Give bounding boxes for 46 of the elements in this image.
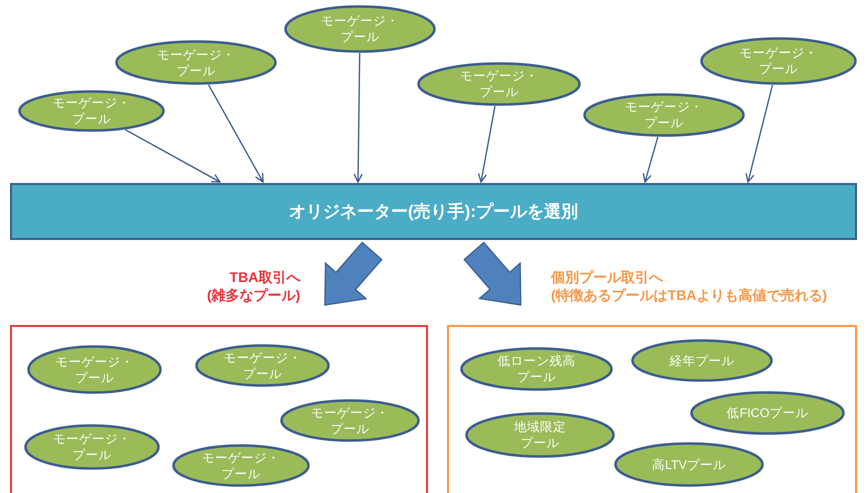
pool-label: モーゲージ・プール: [52, 431, 132, 463]
arrow: [478, 106, 496, 183]
pool-label: モーゲージ・プール: [460, 68, 538, 100]
pool-ellipse: [284, 5, 436, 53]
pool-label: モーゲージ・プール: [320, 13, 400, 45]
edge-label: TBA取引へ(雑多なプール): [207, 268, 300, 304]
arrow: [745, 84, 774, 183]
pool-ellipse: [614, 442, 764, 487]
arrow: [353, 53, 363, 183]
pool-label: モーゲージ・プール: [55, 354, 134, 386]
pool-ellipse: [195, 344, 330, 387]
arrow: [642, 136, 658, 183]
pool-label: 地域限定プール: [513, 419, 567, 451]
originator-bar: [10, 183, 857, 240]
pool-ellipse: [115, 40, 277, 85]
pool-ellipse: [18, 90, 165, 132]
bar-label: オリジネーター(売り手):プールを選別: [289, 204, 578, 220]
pool-label: モーゲージ・プール: [310, 404, 390, 436]
pool-ellipse: [700, 37, 857, 85]
pool-label: モーゲージ・プール: [223, 350, 302, 382]
pool-label: モーゲージ・プール: [624, 99, 704, 131]
arrow: [208, 84, 264, 183]
arrow: [124, 129, 221, 183]
pool-ellipse: [690, 391, 845, 435]
edge-label: 個別プール取引へ(特徴あるプールはTBAよりも高値で売れる): [551, 268, 828, 304]
group-frame: [10, 325, 428, 493]
pool-label: モーゲージ・プール: [202, 450, 280, 482]
pool-label: 高LTVプール: [652, 456, 726, 472]
pool-label: モーゲージ・プール: [156, 46, 236, 78]
pool-ellipse: [465, 412, 615, 458]
group-frame: [447, 325, 857, 493]
pool-ellipse: [417, 62, 581, 106]
pool-ellipse: [280, 399, 420, 442]
pool-label: 経年プール: [670, 352, 734, 368]
pool-label: モーゲージ・プール: [52, 95, 131, 127]
pool-ellipse: [631, 339, 773, 382]
pool-label: モーゲージ・プール: [739, 45, 818, 77]
pool-label: 低FICOプール: [726, 405, 808, 421]
pool-ellipse: [583, 93, 745, 137]
block-arrow: [324, 242, 383, 306]
block-arrow: [463, 242, 522, 306]
pool-ellipse: [460, 347, 613, 391]
pool-ellipse: [24, 424, 160, 470]
pool-ellipse: [27, 345, 162, 394]
pool-label: 低ローン残高プール: [497, 353, 576, 385]
pool-ellipse: [172, 444, 310, 487]
